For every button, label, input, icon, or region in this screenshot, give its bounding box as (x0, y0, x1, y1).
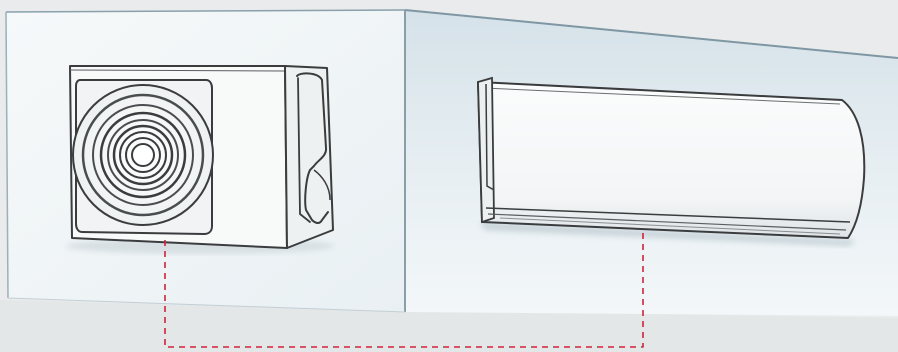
floor (0, 300, 898, 352)
outdoor-unit (65, 65, 335, 254)
indoor-unit (477, 76, 866, 246)
fan-grille-icon (72, 84, 214, 226)
refrigerant-line (164, 232, 644, 348)
